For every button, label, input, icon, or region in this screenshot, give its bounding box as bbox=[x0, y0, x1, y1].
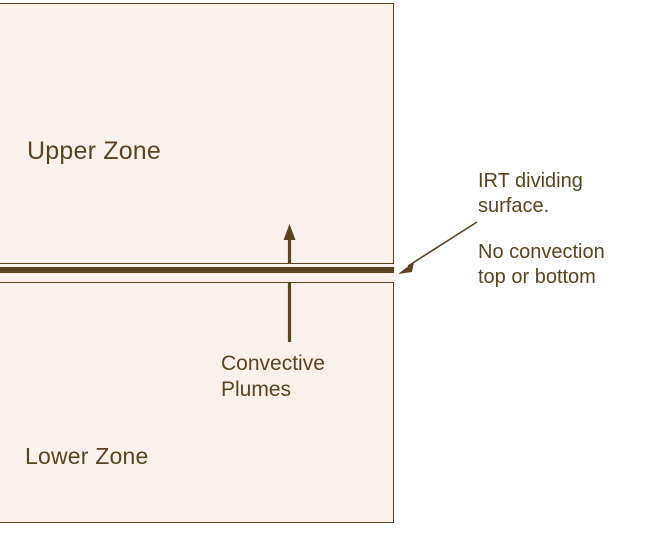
upper-zone-label: Upper Zone bbox=[27, 137, 162, 165]
divider-hairline-top bbox=[0, 263, 394, 264]
annotation-noconv-line2: top or bottom bbox=[478, 266, 596, 288]
lower-zone-label: Lower Zone bbox=[25, 443, 149, 469]
annotation-leader-arrow bbox=[392, 214, 488, 284]
divider-gap-lower bbox=[0, 273, 394, 282]
plume-label-line2: Plumes bbox=[221, 378, 292, 401]
convective-plumes-label: Convective Plumes bbox=[221, 351, 325, 403]
annotation-noconv-line1: No convection bbox=[478, 241, 605, 263]
annotation-no-convection: No convection top or bottom bbox=[478, 240, 605, 290]
divider-hairline-bottom bbox=[0, 282, 394, 283]
annotation-irt-line2: surface. bbox=[478, 195, 550, 217]
annotation-irt-surface: IRT dividing surface. bbox=[478, 169, 583, 219]
divider-gap-upper bbox=[0, 264, 394, 267]
irt-dividing-surface bbox=[0, 263, 394, 283]
annotation-irt-line1: IRT dividing bbox=[478, 170, 583, 192]
divider-thick-band bbox=[0, 267, 394, 273]
plume-label-line1: Convective bbox=[221, 352, 325, 375]
